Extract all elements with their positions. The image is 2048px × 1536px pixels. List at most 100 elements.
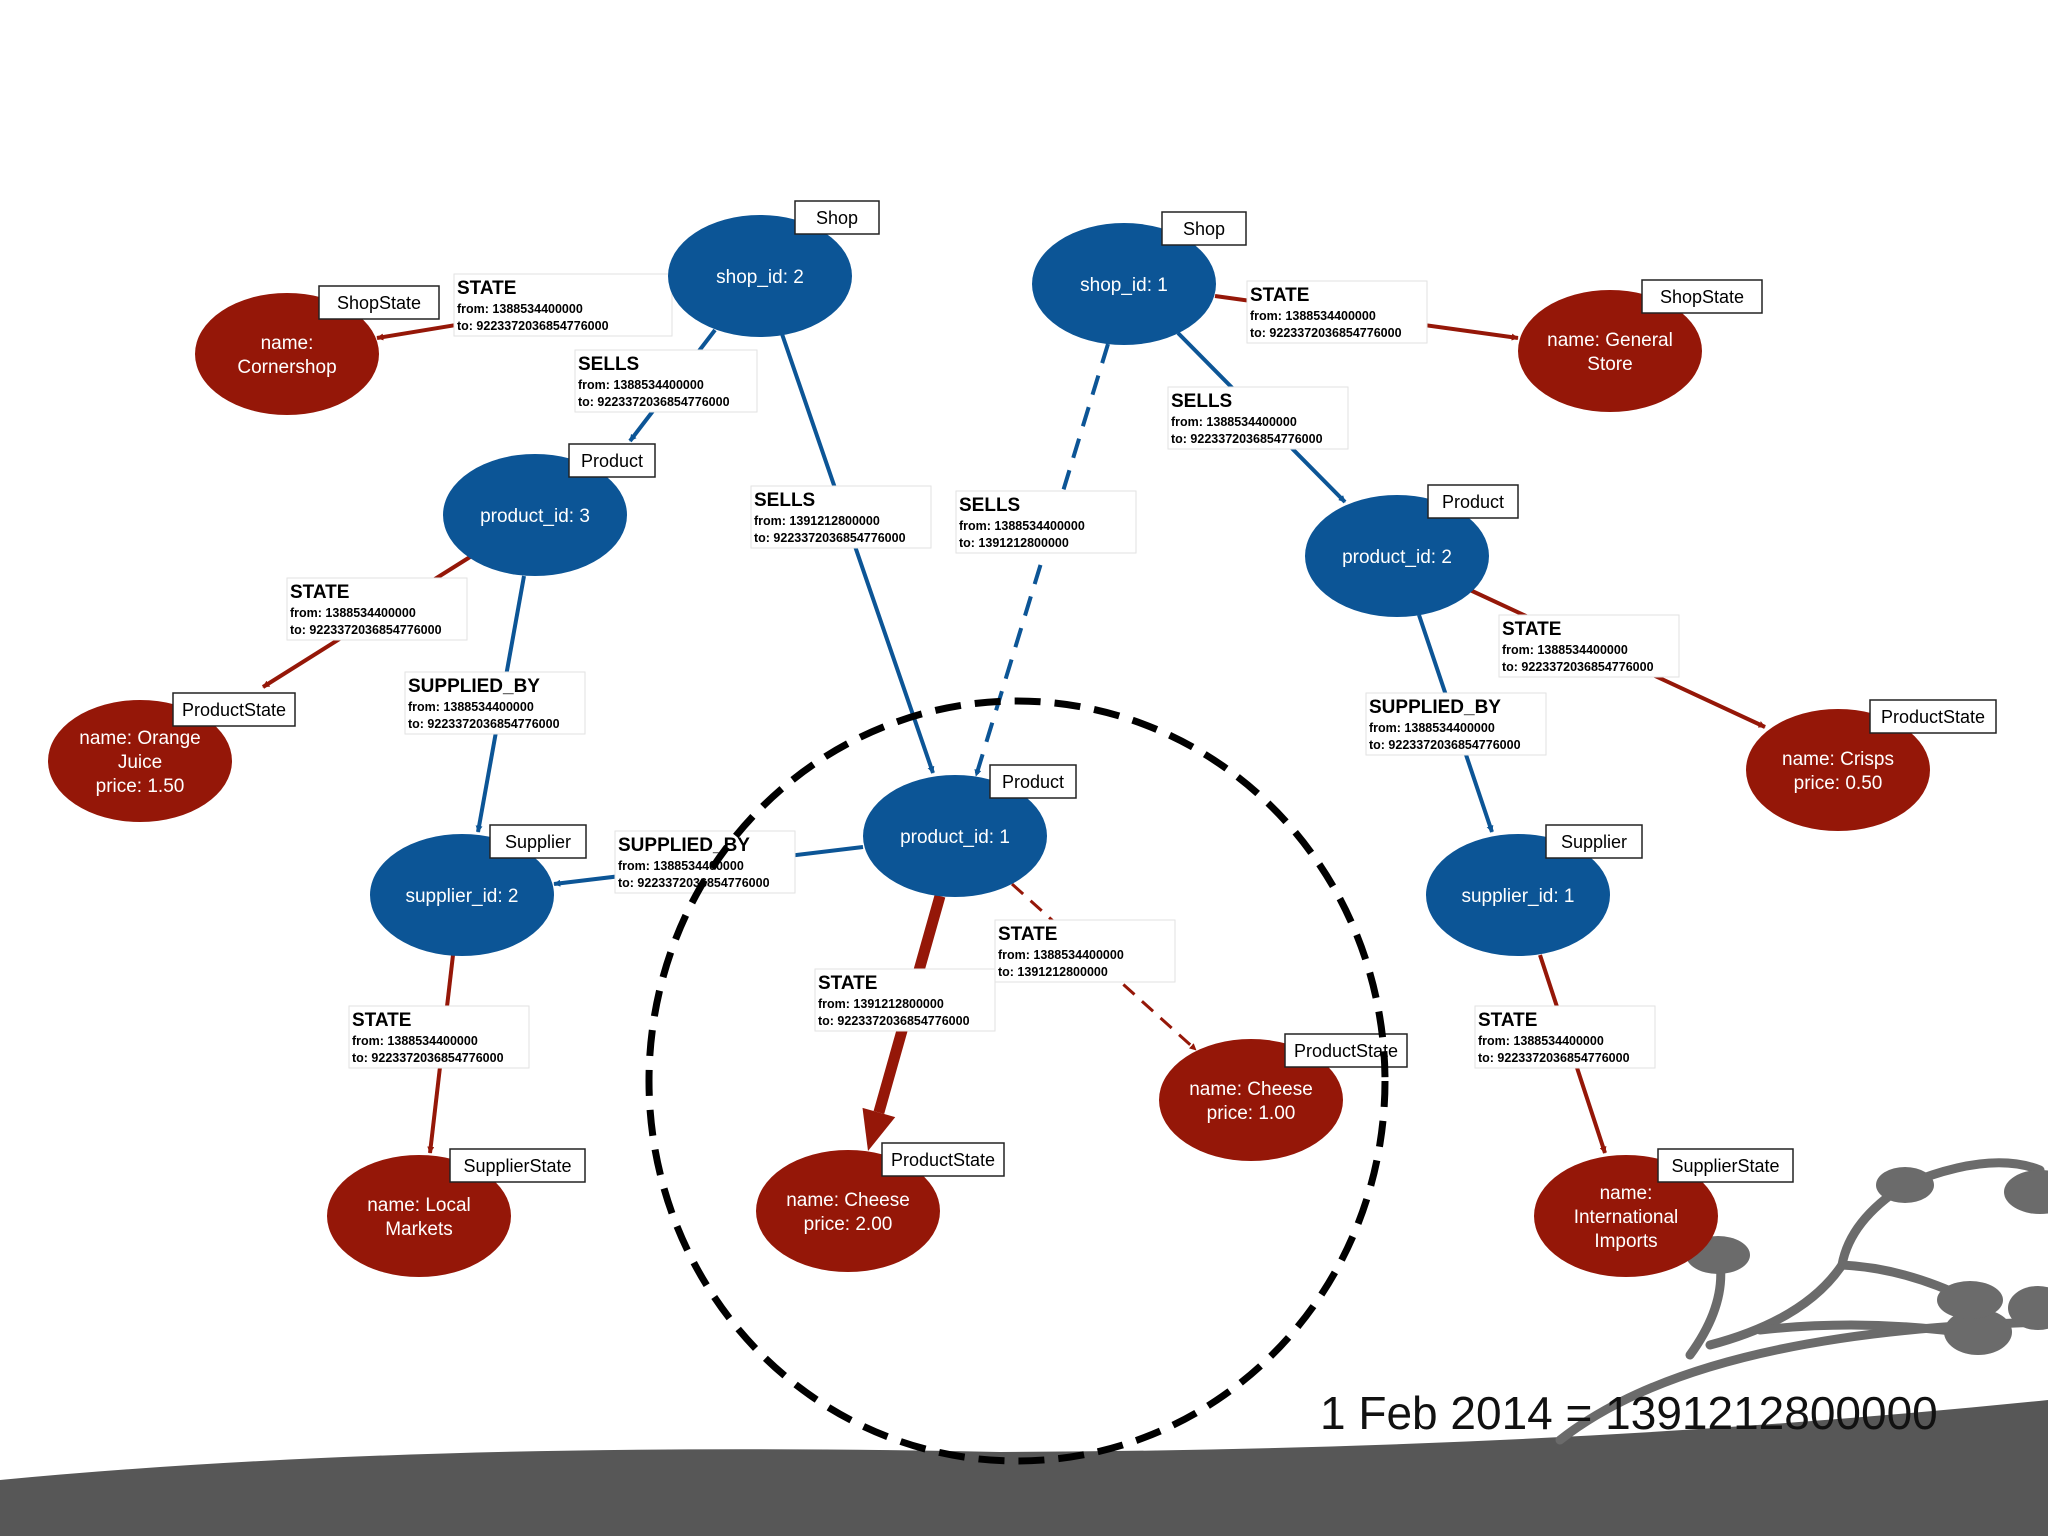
relationship-to: to: 9223372036854776000: [1369, 738, 1521, 752]
relationship-to: to: 9223372036854776000: [457, 319, 609, 333]
relationship-from: from: 1388534400000: [1502, 643, 1628, 657]
node-property: product_id: 2: [1342, 547, 1452, 568]
node-ellipse[interactable]: [668, 215, 852, 337]
node-property: supplier_id: 1: [1461, 886, 1574, 907]
node-ellipse[interactable]: [756, 1150, 940, 1272]
node-property: name:: [1600, 1183, 1653, 1204]
node-property: name: Crisps: [1782, 749, 1894, 770]
node-property: Markets: [385, 1219, 453, 1240]
relationship-type: STATE: [457, 278, 516, 299]
relationship-type: SUPPLIED_BY: [1369, 697, 1501, 718]
node-ellipse[interactable]: [1305, 495, 1489, 617]
relationship-label: STATE from: 1388534400000 to: 922337203685…: [453, 273, 673, 337]
node-ellipse[interactable]: [195, 293, 379, 415]
relationship-to: to: 1391212800000: [959, 536, 1069, 550]
bottom-band: [0, 1400, 2048, 1536]
node-ellipse[interactable]: [863, 775, 1047, 897]
relationship-from: from: 1391212800000: [818, 997, 944, 1011]
relationship-from: from: 1388534400000: [352, 1034, 478, 1048]
relationship-from: from: 1388534400000: [1369, 721, 1495, 735]
node-property: price: 1.00: [1207, 1103, 1296, 1124]
node-label-tag: ProductState: [172, 692, 296, 727]
molecule-blob: [1944, 1309, 2012, 1355]
node-ellipse[interactable]: [1534, 1155, 1718, 1277]
relationship-from: from: 1388534400000: [959, 519, 1085, 533]
node-property: Store: [1587, 354, 1632, 375]
node-ellipse[interactable]: [370, 834, 554, 956]
rel-r-shop2-sells-p1: [780, 333, 935, 774]
node-property: product_id: 3: [480, 506, 590, 527]
node-label-tag: ProductState: [1284, 1033, 1408, 1068]
relationship-type: STATE: [1250, 285, 1309, 306]
node-property: name: General: [1547, 330, 1673, 351]
molecule-decoration: [1555, 1158, 2048, 1445]
node-label-tag: Supplier: [489, 824, 587, 859]
relationship-label: SELLS from: 1388534400000 to: 139121280000…: [955, 490, 1137, 554]
node-property: name: Cheese: [786, 1190, 910, 1211]
relationship-to: to: 9223372036854776000: [618, 876, 770, 890]
node-ellipse[interactable]: [443, 454, 627, 576]
node-property: Imports: [1594, 1231, 1657, 1252]
node-ellipse[interactable]: [1159, 1039, 1343, 1161]
node-ellipse[interactable]: [1518, 290, 1702, 412]
node-property: Juice: [118, 752, 162, 773]
node-label: Product: [1442, 492, 1504, 512]
node-label: Product: [581, 451, 643, 471]
relationship-label: SUPPLIED_BY from: 1388534400000 to: 922337…: [1365, 692, 1547, 756]
relationship-to: to: 9223372036854776000: [818, 1014, 970, 1028]
node-label-tag: ShopState: [318, 285, 440, 320]
node-product2[interactable]: product_id: 2 Product: [1305, 484, 1519, 617]
relationship-to: to: 9223372036854776000: [408, 717, 560, 731]
relationship-type: SUPPLIED_BY: [408, 676, 540, 697]
node-product3[interactable]: product_id: 3 Product: [443, 443, 656, 576]
relationship-type: STATE: [352, 1010, 411, 1031]
relationship-from: from: 1388534400000: [578, 378, 704, 392]
node-label: ProductState: [1294, 1041, 1398, 1061]
node-ellipse[interactable]: [1746, 709, 1930, 831]
relationship-type: SELLS: [959, 495, 1020, 516]
node-ellipse[interactable]: [1426, 834, 1610, 956]
node-label-tag: Shop: [794, 200, 880, 235]
molecule-blob: [1937, 1281, 2003, 1319]
node-ellipse[interactable]: [327, 1155, 511, 1277]
node-ellipse[interactable]: [1032, 223, 1216, 345]
timestamp-caption: 1 Feb 2014 = 1391212800000: [1320, 1387, 1938, 1439]
highlight-circle: [645, 697, 1389, 1465]
relationship-type: STATE: [998, 924, 1057, 945]
relationship-to: to: 9223372036854776000: [578, 395, 730, 409]
node-label-tag: ShopState: [1641, 279, 1763, 314]
relationship-to: to: 9223372036854776000: [1250, 326, 1402, 340]
node-property: price: 0.50: [1794, 773, 1883, 794]
node-ellipse[interactable]: [48, 700, 232, 822]
node-label: SupplierState: [1671, 1156, 1779, 1176]
relationship-from: from: 1388534400000: [457, 302, 583, 316]
molecule-blob: [2004, 1170, 2048, 1214]
node-property: product_id: 1: [900, 827, 1010, 848]
relationship-to: to: 9223372036854776000: [1478, 1051, 1630, 1065]
node-label-tag: ProductState: [881, 1142, 1005, 1177]
node-label: ShopState: [337, 293, 421, 313]
relationship-from: from: 1388534400000: [618, 859, 744, 873]
node-label-tag: SupplierState: [449, 1148, 586, 1183]
relationship-to: to: 9223372036854776000: [1171, 432, 1323, 446]
node-label: ProductState: [891, 1150, 995, 1170]
node-property: name: Local: [367, 1195, 471, 1216]
